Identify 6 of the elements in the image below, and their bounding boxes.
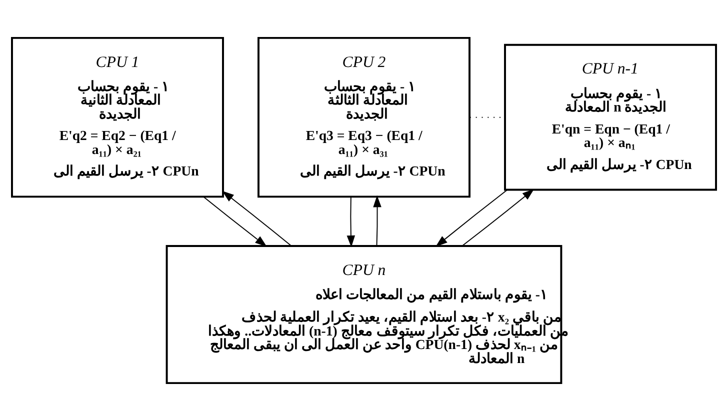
arrow bbox=[346, 196, 356, 247]
arrow bbox=[222, 190, 292, 246]
arrow bbox=[436, 188, 508, 246]
arrow bbox=[373, 194, 382, 246]
arrow bbox=[462, 188, 534, 246]
arrow bbox=[203, 196, 267, 246]
